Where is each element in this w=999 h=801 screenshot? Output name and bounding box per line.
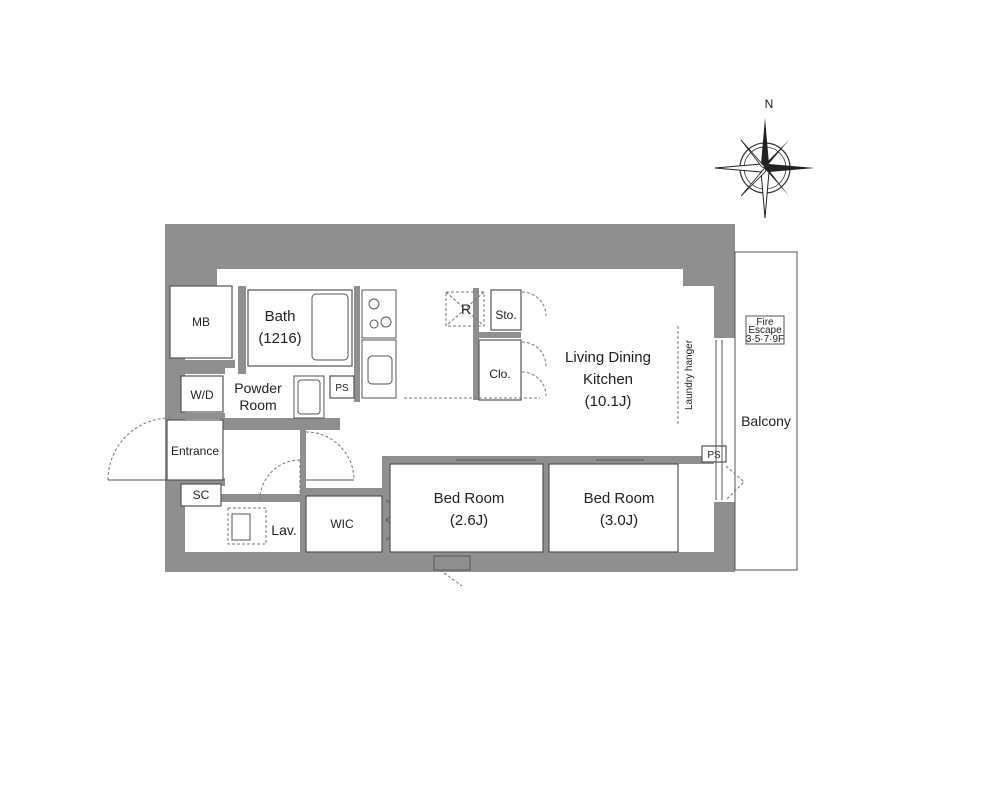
sc-label: SC [193,488,210,502]
fridge-label: R [461,301,471,317]
fire-escape-box [745,315,785,345]
ldk-label-1: Living Dining [565,349,651,366]
mb-room [169,285,233,359]
vanity-icon [293,375,325,419]
lav-area [227,507,267,545]
powder-label-2: Room [239,397,276,413]
fridge-area [445,291,485,327]
bedroom-2 [548,463,679,553]
laundry-hanger-label: Laundry hanger [684,339,695,410]
fire-escape-label-3: 3·5·7·9F [746,334,784,345]
storage-label: Sto. [495,308,516,322]
balcony-label: Balcony [741,413,791,429]
north-label: N [765,97,774,111]
bedroom-2-size: (3.0J) [600,512,638,529]
shoe-cabinet [180,483,222,507]
wic-label: WIC [330,517,354,531]
balcony [734,251,798,571]
closet [478,339,522,401]
ps-ldk-box [701,445,727,463]
wic-room [305,495,383,553]
closet-label: Clo. [489,367,510,381]
bedroom-2-label: Bed Room [584,490,655,507]
lav-label: Lav. [271,522,296,538]
ps-ldk-label: PS [707,450,721,461]
bedroom-1-size: (2.6J) [450,512,488,529]
bedroom-1 [389,463,544,553]
wd-area [180,375,224,413]
bathtub-icon [311,293,349,361]
wd-label: W/D [190,388,214,402]
mb-label: MB [192,315,210,329]
bath-label: Bath [265,308,296,325]
bedroom-1-label: Bed Room [434,490,505,507]
storage-closet [490,289,522,331]
entrance-area [166,419,224,481]
ps-bath-label: PS [335,383,349,394]
ps-bath-box [329,375,355,399]
bath-room [247,289,353,367]
toilet-icon [231,513,251,541]
stove-icon [361,289,397,339]
sink-icon [361,339,397,399]
entrance-label: Entrance [171,444,219,458]
fire-escape-label-1: Fire [756,317,774,328]
compass-rose-icon [714,118,815,219]
ldk-size: (10.1J) [585,393,632,410]
ldk-label-2: Kitchen [583,371,633,388]
powder-label-1: Powder [234,380,282,396]
fire-escape-label-2: Escape [748,325,782,336]
bath-size: (1216) [258,330,301,347]
entrance-door-swing [107,417,171,481]
